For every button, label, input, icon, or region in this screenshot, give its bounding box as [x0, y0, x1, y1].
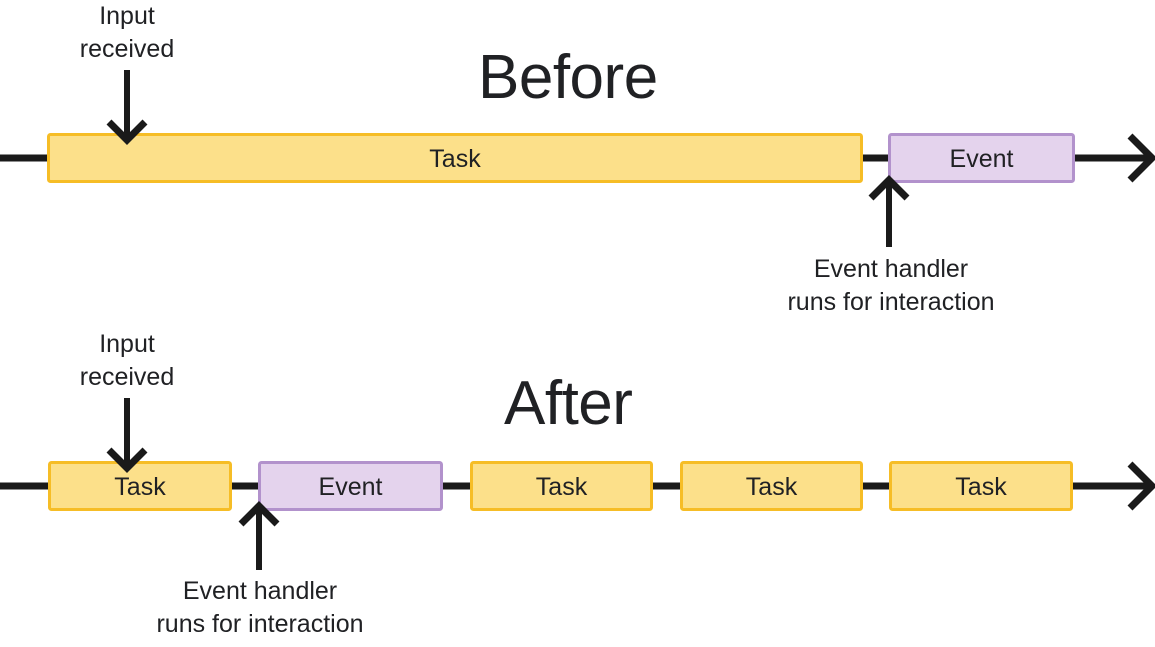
- annotation-arrow-head: [106, 447, 148, 473]
- task-block-after-4[interactable]: [889, 461, 1073, 511]
- annotation-label-event-handler: Event handler runs for interaction: [787, 255, 995, 316]
- task-block-after-3[interactable]: [680, 461, 863, 511]
- annotation-arrow-input-received: [106, 70, 148, 145]
- section-before: Task Event: [0, 70, 1155, 247]
- annotation-label-event-handler: Event handler runs for interaction: [156, 577, 364, 638]
- annotation-arrow-head: [238, 501, 280, 527]
- section-title-after: After: [504, 369, 633, 438]
- section-title-before: Before: [478, 43, 658, 112]
- task-block-after-0[interactable]: [48, 461, 232, 511]
- event-block-before-1[interactable]: [888, 133, 1075, 183]
- timeline-arrow-head: [1127, 133, 1155, 183]
- event-block-after-1[interactable]: [258, 461, 443, 511]
- timeline-arrow-head: [1127, 461, 1155, 511]
- annotation-label-input-received: Input received: [79, 330, 175, 391]
- annotation-arrow-event-handler: [238, 501, 280, 570]
- block-label: Task: [429, 145, 481, 173]
- block-label: Task: [536, 473, 588, 501]
- block-label: Task: [955, 473, 1007, 501]
- annotation-label-input-received: Input received: [79, 2, 175, 63]
- annotation-arrow-head: [106, 119, 148, 145]
- block-label: Event: [319, 473, 383, 501]
- block-label: Task: [114, 473, 166, 501]
- block-label: Task: [746, 473, 798, 501]
- block-label: Event: [950, 145, 1014, 173]
- task-block-before-0[interactable]: [47, 133, 863, 183]
- annotation-arrow-head: [868, 175, 910, 201]
- task-block-after-2[interactable]: [470, 461, 653, 511]
- annotation-arrow-event-handler: [868, 175, 910, 247]
- section-after: Task Event Task Task Task: [0, 398, 1155, 570]
- annotation-arrow-input-received: [106, 398, 148, 473]
